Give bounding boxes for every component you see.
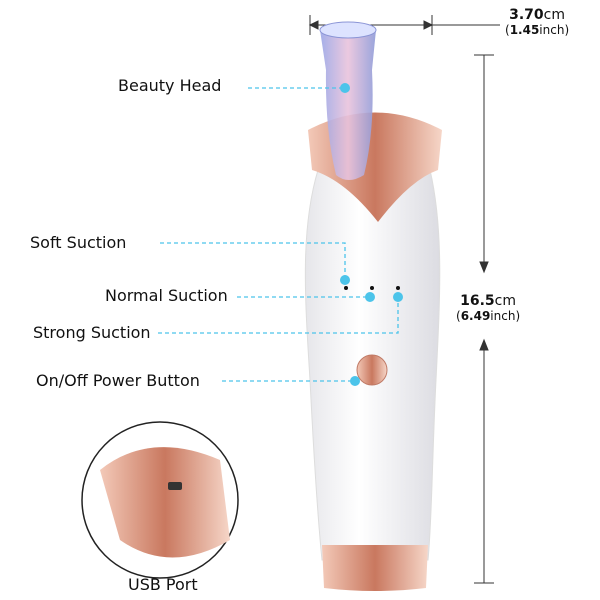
label-soft-suction: Soft Suction xyxy=(30,233,127,252)
height-value: 16.5 xyxy=(460,293,495,309)
height-inch-value: 6.49 xyxy=(460,309,491,323)
callout-dots xyxy=(340,83,403,386)
height-unit: cm xyxy=(494,293,517,309)
width-dimension-text: 3.70cm (1.45inch) xyxy=(505,7,570,38)
width-inch-unit: inch xyxy=(539,23,565,37)
label-normal-suction: Normal Suction xyxy=(105,286,228,305)
height-inch-unit: inch xyxy=(490,309,516,323)
label-beauty-head: Beauty Head xyxy=(118,76,222,95)
width-value: 3.70 xyxy=(509,7,544,23)
usb-port-icon xyxy=(168,482,182,490)
label-power-button: On/Off Power Button xyxy=(36,371,200,390)
beauty-head-nozzle xyxy=(320,30,376,180)
height-dimension-text: 16.5cm (6.49inch) xyxy=(456,293,521,324)
callout-lines xyxy=(158,87,399,382)
label-usb-port: USB Port xyxy=(128,575,198,594)
label-strong-suction: Strong Suction xyxy=(33,323,151,342)
width-inch-value: 1.45 xyxy=(509,23,540,37)
power-button xyxy=(356,354,388,386)
usb-port-inset xyxy=(81,421,239,579)
rose-gold-base xyxy=(322,545,428,591)
height-dimension-line xyxy=(474,54,494,584)
width-unit: cm xyxy=(543,7,566,23)
